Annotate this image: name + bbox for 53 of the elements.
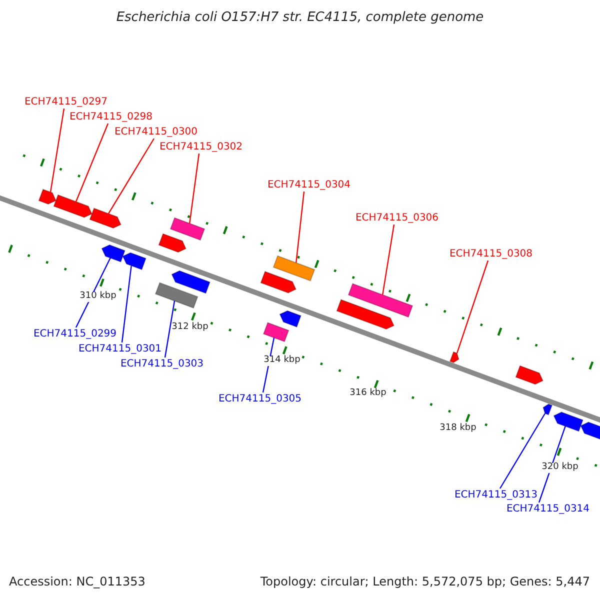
accession-note: Accession: NC_011353 xyxy=(9,575,146,589)
gene-label: ECH74115_0305 xyxy=(218,394,302,404)
gene-marker xyxy=(272,255,316,282)
gene-marker xyxy=(122,252,147,270)
gene-marker xyxy=(262,322,290,342)
leader-line xyxy=(108,138,155,214)
gene-marker xyxy=(154,282,198,309)
leader-line xyxy=(75,123,109,202)
gene-label: ECH74115_0298 xyxy=(69,112,153,122)
gene-marker xyxy=(38,188,57,205)
leader-line xyxy=(189,153,200,224)
gene-marker xyxy=(89,208,122,229)
gene-label: ECH74115_0313 xyxy=(454,490,538,500)
scale-label: 316 kbp xyxy=(350,389,386,399)
genome-summary: Topology: circular; Length: 5,572,075 bp; Genes: 5,447 xyxy=(260,575,590,589)
gene-label: ECH74115_0303 xyxy=(120,358,204,370)
gene-marker xyxy=(553,412,584,432)
gene-label: ECH74115_0301 xyxy=(78,344,162,354)
leader-line xyxy=(164,300,176,358)
gene-marker xyxy=(101,244,126,263)
scale-label: 318 kbp xyxy=(440,424,476,434)
gene-marker xyxy=(336,298,395,330)
gene-marker xyxy=(158,233,187,253)
leader-line xyxy=(296,191,305,263)
scale-label: 310 kbp xyxy=(80,292,116,302)
leader-line xyxy=(382,224,395,295)
gene-marker xyxy=(580,422,600,442)
leader-line xyxy=(50,108,65,192)
title: Escherichia coli O157:H7 str. EC4115, complete genome xyxy=(116,10,484,26)
gene-marker xyxy=(515,365,544,385)
scale-label: 312 kbp xyxy=(172,323,208,333)
gene-marker xyxy=(171,270,211,294)
gene-marker xyxy=(170,217,206,241)
gene-label: ECH74115_0297 xyxy=(24,96,108,108)
leader-line xyxy=(121,266,132,343)
gene-marker xyxy=(53,194,93,218)
gene-marker xyxy=(279,310,302,328)
gene-marker xyxy=(449,351,460,364)
gene-label: ECH74115_0302 xyxy=(159,142,243,152)
scale-label: 320 kbp xyxy=(542,463,578,473)
gene-label: ECH74115_0308 xyxy=(449,248,533,260)
gene-label: ECH74115_0299 xyxy=(33,328,117,340)
gene-label: ECH74115_0306 xyxy=(355,212,439,224)
scale-label: 314 kbp xyxy=(264,356,300,366)
leader-line xyxy=(499,413,546,489)
gene-label: ECH74115_0304 xyxy=(267,180,351,190)
gene-marker xyxy=(348,282,414,318)
leader-line xyxy=(456,260,489,354)
leader-line xyxy=(538,426,566,503)
gene-label: ECH74115_0314 xyxy=(506,504,590,514)
gene-marker xyxy=(542,404,553,416)
gene-marker xyxy=(260,270,297,294)
gene-label: ECH74115_0300 xyxy=(114,126,198,138)
